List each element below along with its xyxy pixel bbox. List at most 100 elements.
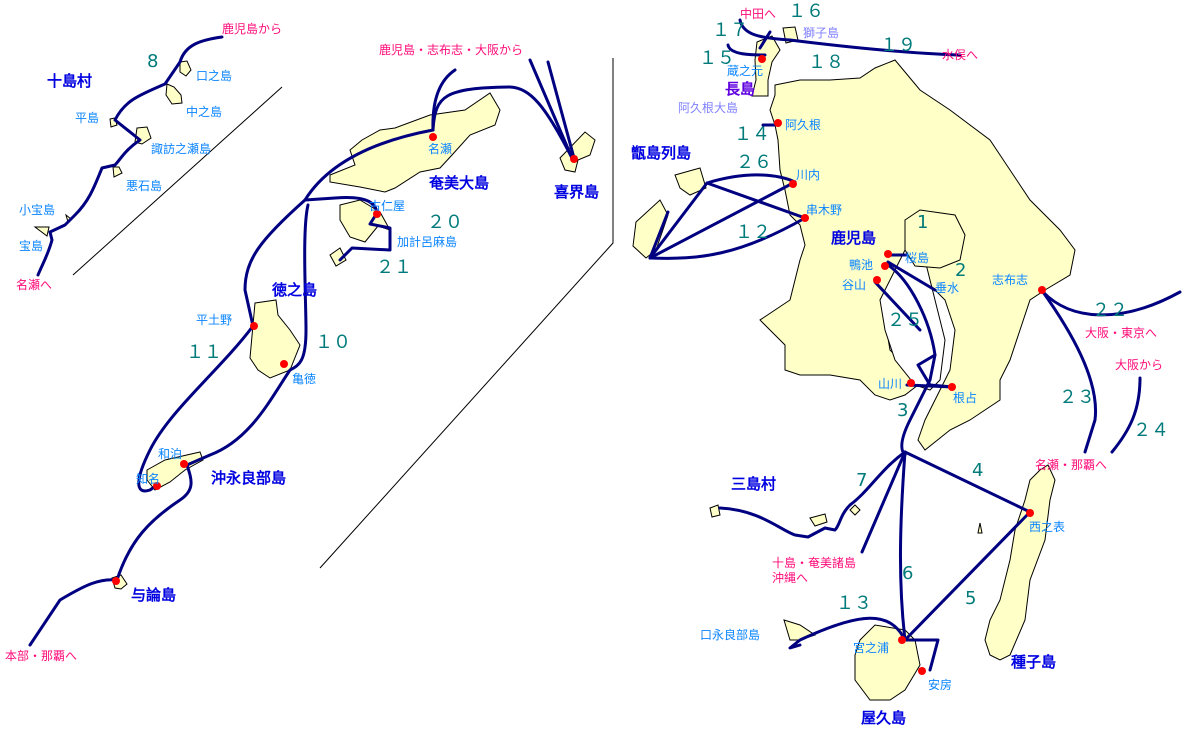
- route-number-19: １９: [880, 35, 916, 56]
- route-26b: [648, 180, 797, 260]
- label-kuranomoto: 蔵之元: [727, 64, 763, 78]
- label-to-minamata: 水俣へ: [942, 48, 978, 62]
- route-12b: [648, 216, 807, 260]
- mishima-island: [709, 504, 721, 518]
- label-to-motobu-naha: 本部・那覇へ: [5, 648, 77, 663]
- route-number-3: 3: [897, 400, 908, 421]
- route-number-10: １０: [315, 332, 351, 353]
- label-kakeroma: 加計呂麻島: [397, 234, 457, 249]
- route-number-13: １３: [836, 593, 872, 614]
- route-15: [726, 43, 767, 57]
- mishima-island: [849, 504, 861, 516]
- label-takarajima: 宝島: [19, 238, 43, 253]
- label-kuchinoshima: 口之島: [196, 68, 232, 83]
- port-koniya: [373, 210, 381, 218]
- label-tarumizu: 垂水: [935, 281, 959, 295]
- kuchinoerabu-island: [783, 619, 817, 641]
- route-5: [903, 510, 1032, 642]
- tokunoshima: [249, 299, 301, 379]
- route-number-22: ２２: [1092, 300, 1128, 321]
- label-to-nakata: 中田へ: [740, 6, 776, 21]
- port-yamakawa: [907, 379, 915, 387]
- nagashima-island: [751, 35, 781, 97]
- label-yakushima: 屋久島: [861, 709, 906, 727]
- label-koniya: 古仁屋: [369, 198, 405, 213]
- route-13: [788, 616, 907, 650]
- port-kuranomoto: [758, 55, 766, 63]
- port-kikai: [570, 155, 578, 163]
- route-16: [758, 30, 772, 50]
- takarajima: [33, 226, 50, 237]
- kikai-island: [559, 131, 596, 173]
- port-naze: [429, 133, 437, 141]
- kuchinoshima: [179, 60, 192, 77]
- port-kushikino: [801, 214, 809, 222]
- port-sendai: [789, 180, 797, 188]
- route-number-26: ２６: [736, 152, 772, 173]
- labels-right: 中田へ １６ １７ 獅子島 １９ 水俣へ １５ １８ 蔵之元 長島 阿久根大島 …: [631, 1, 1169, 727]
- route-number-15: １５: [699, 48, 735, 69]
- port-taniyama: [873, 276, 881, 284]
- route-number-25: ２５: [887, 310, 923, 331]
- label-toshima-village: 十島村: [47, 72, 92, 90]
- label-nejime: 根占: [953, 390, 977, 405]
- route-2: [886, 260, 937, 292]
- label-tairajima: 平島: [75, 110, 99, 125]
- port-yoron: [112, 577, 120, 585]
- label-china: 知名: [136, 471, 160, 486]
- label-kamoike: 鴨池: [849, 258, 873, 272]
- label-to-toshima-amami: 十島・奄美諸島: [772, 555, 856, 570]
- port-kagoshima: [884, 250, 892, 258]
- label-hetono: 平土野: [196, 313, 232, 327]
- label-naze: 名瀬: [428, 141, 452, 156]
- divider-line: [319, 58, 614, 569]
- labels-left: 十島村 鹿児島から 8 口之島 中之島 平島 諏訪之瀬島 悪石島 小宝島 宝島 …: [16, 21, 282, 292]
- route-number-7: 7: [856, 470, 867, 491]
- label-from-kagoshima: 鹿児島から: [222, 21, 282, 36]
- route-number-16: １６: [788, 1, 824, 22]
- port-shibushi: [1038, 286, 1046, 294]
- port-wadomari: [180, 460, 188, 468]
- label-yoron: 与論島: [131, 586, 176, 604]
- label-mishima-village: 三島村: [731, 475, 776, 493]
- port-hetono: [250, 322, 258, 330]
- port-akune: [774, 119, 782, 127]
- label-suwanosejima: 諏訪之瀬島: [151, 141, 211, 156]
- route-22: [1041, 290, 1182, 317]
- route-7: [718, 450, 907, 539]
- label-to-okinawa: 沖縄へ: [772, 570, 808, 585]
- label-sendai: 川内: [796, 168, 820, 182]
- labels-middle: 鹿児島・志布志・大阪から 名瀬 奄美大島 喜界島 古仁屋 ２０ 加計呂麻島 ２１…: [5, 42, 599, 663]
- route-toshima-amami: [860, 450, 907, 554]
- label-tokunoshima: 徳之島: [271, 281, 317, 299]
- route-number-18: １８: [808, 52, 844, 73]
- route-number-20: ２０: [427, 212, 463, 233]
- ferry-routes: [28, 18, 1182, 672]
- nakanoshima: [165, 83, 183, 105]
- route-19: [738, 18, 962, 57]
- label-akune-oshima: 阿久根大島: [678, 100, 738, 115]
- route-kikai-2: [546, 60, 576, 160]
- label-kuchinoerabu: 口永良部島: [700, 627, 760, 642]
- label-anbo: 安房: [928, 677, 952, 692]
- port-kamoike: [881, 262, 889, 270]
- label-nishinoomote: 西之表: [1029, 520, 1065, 534]
- route-4: [903, 450, 1032, 514]
- route-number-24: ２４: [1133, 420, 1169, 441]
- label-kikai: 喜界島: [554, 183, 599, 201]
- route-anbo: [903, 638, 940, 672]
- label-wadomari: 和泊: [158, 447, 182, 461]
- label-koshiki-islands: 甑島列島: [631, 144, 691, 162]
- route-20-21: [338, 211, 392, 262]
- port-anbo: [918, 667, 926, 675]
- route-number-1: 1: [917, 212, 928, 233]
- label-nakanoshima: 中之島: [186, 104, 222, 119]
- label-to-naze-naha: 名瀬・那覇へ: [1035, 457, 1107, 472]
- port-china: [153, 482, 161, 490]
- port-nishinoomote: [1026, 509, 1034, 517]
- route-23: [1041, 290, 1098, 454]
- ports: [112, 55, 1046, 675]
- label-kodakarajima: 小宝島: [19, 202, 55, 217]
- label-amami-oshima: 奄美大島: [428, 174, 489, 192]
